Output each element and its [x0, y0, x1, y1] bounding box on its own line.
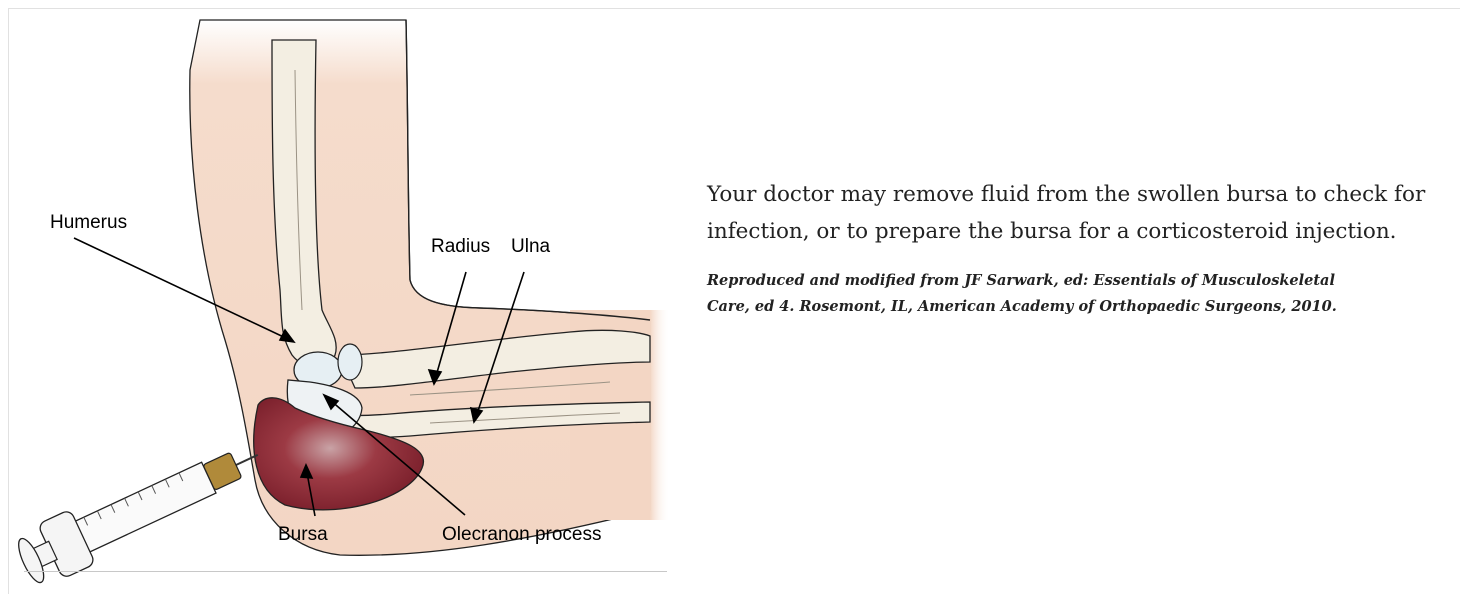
- ulna-label: Ulna: [511, 236, 550, 258]
- figure-divider: [24, 571, 667, 572]
- syringe: [11, 428, 270, 586]
- elbow-illustration-graphic: [10, 10, 670, 586]
- humerus-label: Humerus: [50, 212, 127, 234]
- caption-text: Your doctor may remove fluid from the sw…: [707, 176, 1437, 250]
- olecranon-label: Olecranon process: [442, 524, 601, 546]
- figure-caption: Your doctor may remove fluid from the sw…: [707, 176, 1437, 319]
- caption-credit: Reproduced and modified from JF Sarwark,…: [707, 268, 1347, 319]
- bursa-label: Bursa: [278, 524, 328, 546]
- radius-label: Radius: [431, 236, 490, 258]
- elbow-illustration: Humerus Radius Ulna Bursa Olecranon proc…: [10, 10, 670, 586]
